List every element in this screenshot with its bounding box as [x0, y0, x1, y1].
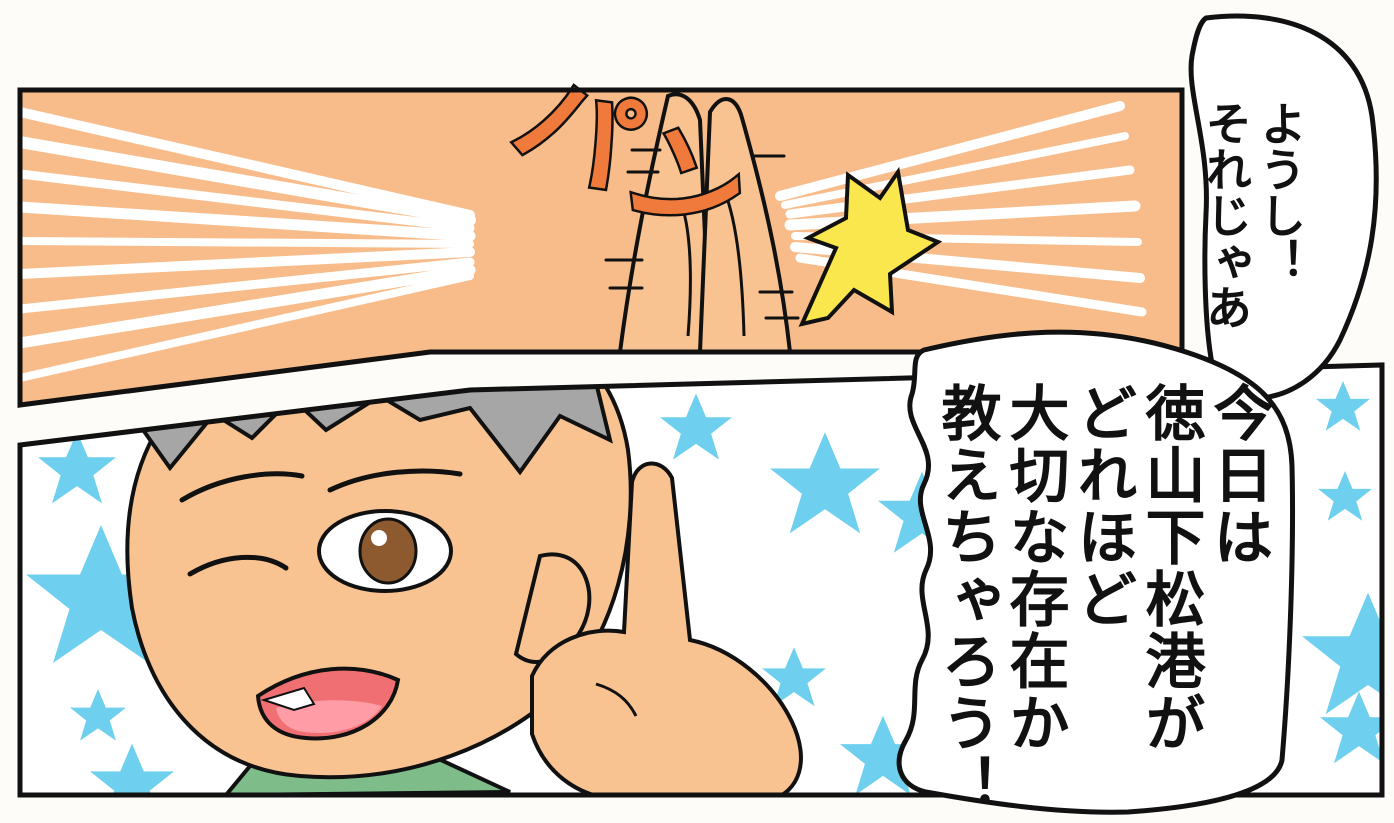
character-eye-highlight — [371, 530, 387, 546]
bottom-panel-border — [17, 362, 1385, 798]
character-eyebrow-right — [327, 468, 463, 493]
large-bubble-line-1: 今日は — [1203, 382, 1273, 568]
character-teeth — [260, 686, 316, 712]
character-eyebrow-left — [179, 471, 305, 503]
motion-lines — [604, 148, 800, 320]
character-iris — [358, 517, 418, 585]
large-bubble-line-4: 大切な存在か — [999, 382, 1069, 754]
impact-burst — [798, 166, 943, 327]
top-panel-border — [17, 87, 1185, 408]
character-finger-line — [595, 682, 638, 717]
small-speech-bubble: ようし！ それじゃあ — [1188, 13, 1379, 401]
large-speech-bubble: 今日は 徳山下松港が どれほど 大切な存在か 教えちゃろう！ — [896, 329, 1296, 816]
speed-lines — [20, 101, 1147, 382]
small-bubble-line-2: それじゃあ — [1199, 100, 1253, 330]
large-bubble-line-3: どれほど — [1067, 382, 1137, 630]
small-bubble-line-1: ようし！ — [1253, 100, 1307, 284]
character-wink-eye — [187, 554, 289, 577]
large-bubble-line-2: 徳山下松港が — [1135, 382, 1206, 754]
large-bubble-line-5: 教えちゃろう！ — [931, 382, 1001, 816]
